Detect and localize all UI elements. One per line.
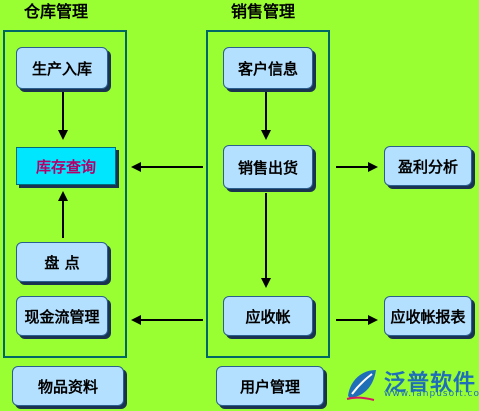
node-inventory-check: 盘 点 <box>16 242 108 282</box>
warehouse-section-title: 仓库管理 <box>24 2 89 21</box>
node-sales-out: 销售出货 <box>223 145 313 189</box>
warehouse-frame <box>3 30 127 358</box>
node-cash-flow: 现金流管理 <box>16 296 108 336</box>
node-user-mgmt: 用户管理 <box>216 366 324 406</box>
brand-logo: 泛普软件 www.fanpusoft.com <box>344 362 479 406</box>
sales-section-title: 销售管理 <box>231 2 296 21</box>
node-stock-query: 库存查询 <box>16 147 116 185</box>
node-customer-info: 客户信息 <box>223 47 313 89</box>
node-stock-in: 生产入库 <box>16 47 108 89</box>
brand-name: 泛普软件 <box>384 371 477 396</box>
node-receivable: 应收帐 <box>223 296 313 336</box>
sales-frame <box>206 30 330 358</box>
node-profit-analysis: 盈利分析 <box>384 146 472 186</box>
node-receivable-report: 应收帐报表 <box>384 296 472 336</box>
node-item-data: 物品资料 <box>12 366 124 406</box>
leaf-logo-icon <box>346 370 376 401</box>
brand-url: www.fanpusoft.com <box>384 389 479 399</box>
